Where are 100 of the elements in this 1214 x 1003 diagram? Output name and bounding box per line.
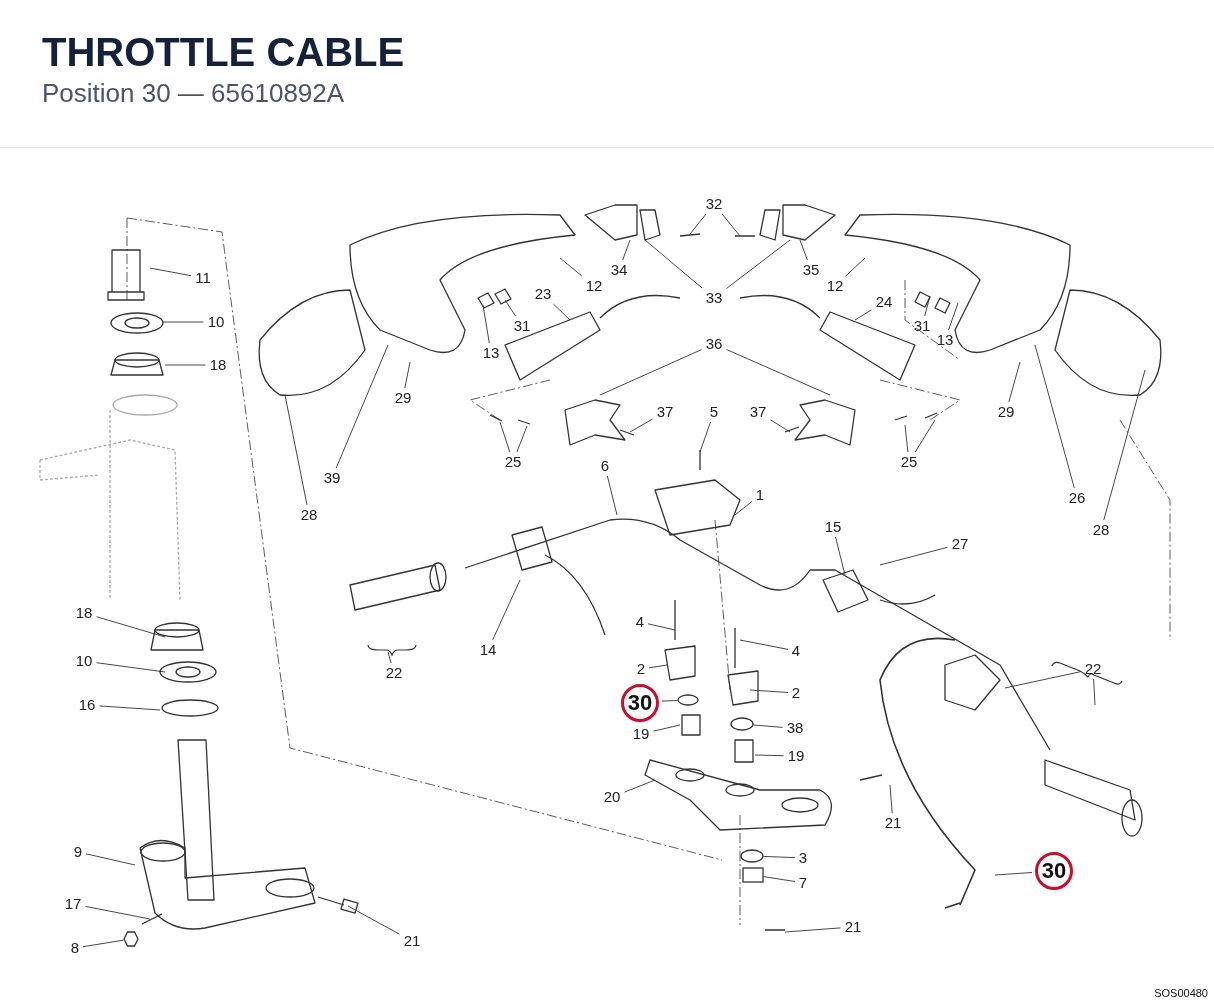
callout-number: 21 [883,815,903,831]
callout-number: 13 [935,332,955,348]
leader-line [754,754,784,757]
callout-number: 31 [512,318,532,334]
callout-number: 27 [950,536,970,552]
callout-number: 5 [708,404,720,420]
leader-line [82,939,124,948]
callout-number: 17 [63,896,83,912]
leader-line [904,424,909,453]
leader-line [854,309,872,321]
leader-line [552,303,571,321]
subtitle: Position 30 — 65610892A [42,78,345,109]
callout-number: 37 [655,404,675,420]
callout-number: 1 [754,487,766,503]
callout-number: 13 [481,345,501,361]
callout-number: 18 [208,357,228,373]
leader-line [726,349,831,396]
callout-number: 28 [1091,522,1111,538]
leader-line [387,651,392,664]
leader-line [492,579,521,641]
leader-line [948,302,959,331]
callout-number: 4 [790,643,802,659]
callout-number: 3 [797,850,809,866]
leader-line [689,213,707,235]
leader-line [149,267,192,277]
leader-line [629,418,653,433]
callout-number: 8 [69,940,81,956]
callout-number: 28 [299,507,319,523]
highlighted-callout-number: 30 [1035,852,1073,890]
callout-number: 29 [996,404,1016,420]
washer [730,717,754,731]
callout-number: 10 [74,653,94,669]
leader-line [99,705,161,711]
leader-line [924,295,931,317]
nut [123,931,139,947]
leader-line [559,257,583,277]
leader-line [164,364,206,366]
leader-line [763,876,796,882]
leader-line [606,475,618,516]
callout-number: 25 [899,454,919,470]
leader-line [162,321,204,323]
leader-line [784,927,841,933]
leader-line [721,213,741,237]
callout-number: 15 [823,519,843,535]
leader-line [644,239,703,289]
callout-number: 37 [748,404,768,420]
leader-line [889,784,893,814]
callout-number: 25 [503,454,523,470]
callout-number: 21 [843,919,863,935]
leader-line [284,394,308,506]
leader-line [482,304,490,344]
callout-number: 18 [74,605,94,621]
leader-line [1093,678,1096,706]
callout-number: 31 [912,318,932,334]
leader-line [85,905,151,920]
callout-number: 2 [790,685,802,701]
callout-number: 10 [206,314,226,330]
leader-line [726,239,791,289]
leader-line [845,257,866,277]
callout-number: 34 [609,262,629,278]
leader-line [734,500,753,516]
callout-number: 4 [634,614,646,630]
leader-line [599,349,702,396]
callout-number: 2 [635,661,647,677]
callout-number: 23 [533,286,553,302]
callout-number: 19 [631,726,651,742]
leader-line [1103,369,1146,521]
callout-number: 14 [478,642,498,658]
callout-number: 9 [72,844,84,860]
callout-number: 38 [785,720,805,736]
leader-line [96,662,166,673]
leader-line [753,724,783,728]
callout-number: 32 [704,196,724,212]
leader-line [347,905,400,935]
leader-line [335,344,389,469]
leader-line [994,872,1033,876]
callout-number: 22 [1083,661,1103,677]
callout-number: 16 [77,697,97,713]
callout-number: 36 [704,336,724,352]
leader-line [624,779,656,793]
callout-number: 24 [874,294,894,310]
leader-line [1008,361,1021,403]
callout-number: 22 [384,665,404,681]
callout-number: 6 [599,458,611,474]
leader-line [661,700,678,702]
leader-line [699,421,711,453]
callout-number: 12 [825,278,845,294]
leader-line [835,536,846,576]
leader-line [653,724,681,732]
leader-line [647,623,676,631]
callout-number: 20 [602,789,622,805]
diagram-title: THROTTLE CABLE [42,30,405,75]
callout-number: 21 [402,933,422,949]
leader-line [404,361,411,389]
leader-line [763,855,796,859]
callout-number: 39 [322,470,342,486]
leader-line [622,239,631,261]
leader-line [879,546,948,566]
highlighted-callout-number: 30 [621,684,659,722]
leader-line [914,419,936,453]
